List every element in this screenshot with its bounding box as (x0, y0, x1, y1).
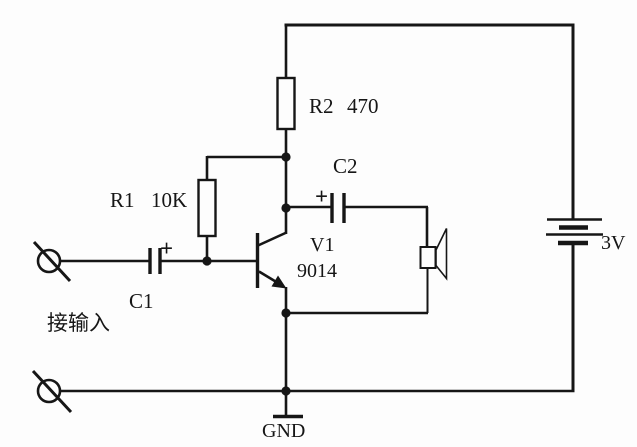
c2-polarity-sign: + (315, 184, 328, 209)
junction-dot (281, 203, 291, 213)
r1-value-label: 10K (151, 188, 187, 212)
r2-value-label: 470 (347, 94, 379, 118)
junction-dots (202, 152, 291, 396)
input-label: 接输入 (47, 311, 110, 335)
junction-dot (281, 308, 291, 318)
v1-ref-label: V1 (310, 234, 334, 256)
speaker-symbol (286, 207, 448, 315)
battery-symbol (546, 218, 603, 246)
resistor-r1-symbol (197, 155, 287, 262)
npn-transistor-v1-symbol (255, 208, 288, 313)
capacitor-c1-symbol (60, 248, 258, 274)
c2-label: C2 (333, 154, 358, 178)
input-terminal-bottom-symbol (31, 369, 73, 414)
capacitor-c2-symbol (286, 193, 428, 223)
c1-polarity-sign: + (160, 236, 173, 261)
v1-part-label: 9014 (297, 260, 337, 282)
junction-dot (281, 152, 291, 162)
c1-label: C1 (129, 289, 154, 313)
r1-ref-label: R1 (110, 188, 135, 212)
r2-ref-label: R2 (309, 94, 334, 118)
junction-dot (202, 256, 212, 266)
junction-dot (281, 386, 291, 396)
battery-label: 3V (601, 232, 626, 254)
resistor-r2-symbol (276, 25, 296, 208)
ground-label: GND (262, 420, 305, 442)
